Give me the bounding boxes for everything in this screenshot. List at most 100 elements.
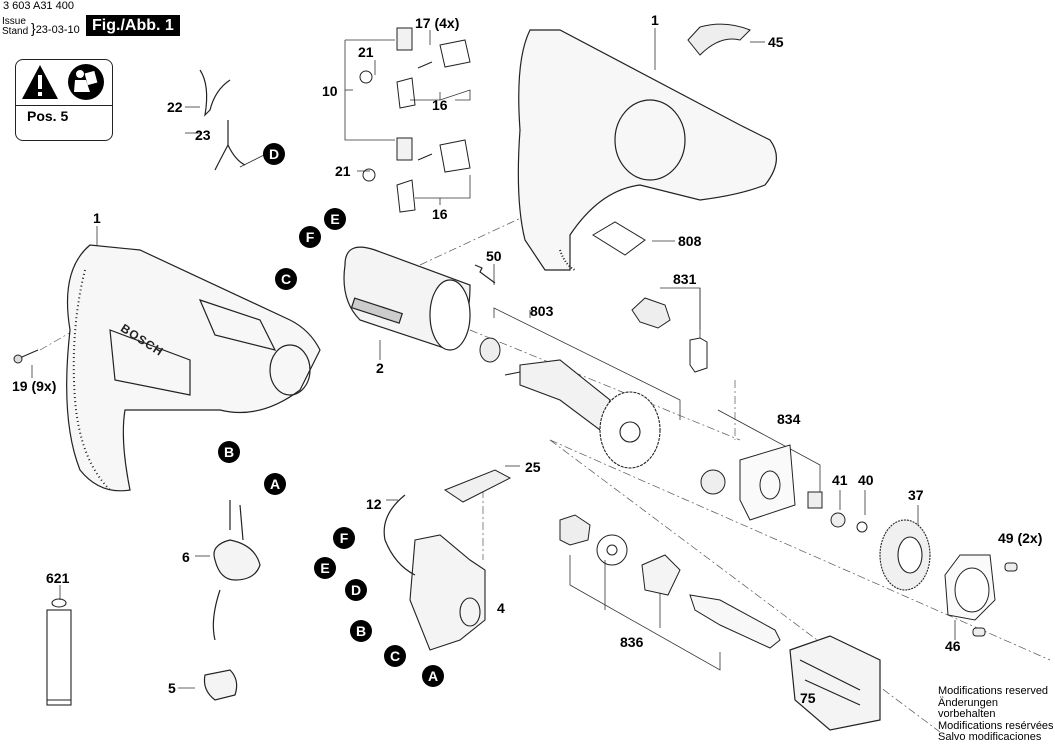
part-label: 1 [651,12,659,28]
screw-17b [417,153,433,161]
armature-803 [504,359,661,469]
part-label: 10 [322,83,338,99]
part-label: 803 [530,303,554,319]
issue-label: Issue Stand [2,17,28,37]
callout-e: E [324,208,346,230]
part-label: 49 (2x) [998,530,1043,546]
issue-date: }23-03-10 [31,20,80,36]
part-label: 834 [777,411,801,427]
spring-clip-16a [396,77,416,109]
callout-e: E [314,557,336,579]
callout-f: F [333,527,355,549]
part-label: 25 [525,459,541,475]
issue-label-en: Issue [2,16,26,27]
part-label: 12 [366,496,382,512]
clutch-836 [559,514,591,546]
bearing-834 [700,469,726,495]
part-label: 21 [335,163,351,179]
part-label: 45 [768,34,784,50]
callout-c: C [384,645,406,667]
wire-22 [199,69,231,117]
spring-21b [362,168,376,182]
part-label: 23 [195,127,211,143]
screw-19 [13,349,39,364]
plate-831 [689,337,708,373]
circlip-40 [856,521,868,533]
part-label: 16 [432,97,448,113]
callout-d: D [345,579,367,601]
callout-c: C [275,268,297,290]
pin-49a [1004,562,1018,572]
read-manual-icon [68,64,104,100]
warning-triangle-icon [22,65,58,99]
callout-a: A [264,473,286,495]
part-label: 6 [182,549,190,565]
part-label: 46 [945,638,961,654]
part-label: 75 [800,690,816,706]
warning-box-divider [15,105,113,106]
stator-2 [343,246,471,351]
spring-21a [359,70,373,84]
part-50 [474,264,496,284]
part-label: 621 [46,570,70,586]
warning-position-label: Pos. 5 [27,108,69,124]
brush-10a [396,27,413,51]
ring-41 [830,512,846,528]
part-label: 16 [432,206,448,222]
part-label: 831 [673,271,697,287]
gear-37 [879,519,931,591]
part-label: 21 [358,44,374,60]
holder-16b [439,139,471,173]
figure-title: Fig./Abb. 1 [86,15,180,36]
part-label: 836 [620,634,644,650]
part-label: 2 [376,360,384,376]
issue-label-de: Stand [2,26,29,37]
switch-4 [409,534,486,651]
washer-836 [596,534,628,566]
part-label: 50 [486,248,502,264]
notice-line-de: Änderungen vorbehalten [938,696,998,720]
drill-housing-assembled [66,244,321,492]
warning-box [15,59,113,141]
pin-49b [972,627,986,637]
notice-line-es: Salvo modificaciones [938,731,1042,743]
callout-b: B [218,441,240,463]
part-label: 40 [858,472,874,488]
holder-16a [439,39,471,68]
chuck-75 [789,635,881,731]
label-808 [592,221,646,256]
part-label: 5 [168,680,176,696]
plug-5 [203,669,238,701]
spindle-836 [689,594,781,649]
switch-cap-45 [687,23,751,56]
part-label: 37 [908,487,924,503]
part-label: 4 [497,600,505,616]
bearing-plate-834 [739,444,796,521]
issue-date-value: 23-03-10 [35,24,80,36]
leader-lines [31,28,956,690]
callout-f: F [299,226,321,248]
brush-holder-831 [631,297,671,329]
sleeve-834 [807,491,823,509]
screw-17a [417,61,433,69]
part-label: 22 [167,99,183,115]
callout-d: D [263,143,285,165]
sleeve-836 [641,554,681,596]
callout-b: B [350,620,372,642]
part-label: 19 (9x) [12,378,57,394]
spring-clip-16b [396,179,416,213]
grease-tube-621 [46,598,72,706]
wire-23 [214,120,246,171]
notice-line-fr: Modifications resérvées [938,719,1054,732]
cord-6 [212,500,261,641]
callout-a: A [422,665,444,687]
wire-12 [383,494,416,576]
washer-803a [479,337,501,363]
cover-25 [443,469,512,503]
part-label: 1 [93,210,101,226]
part-label: 17 (4x) [415,15,460,31]
part-label: 808 [678,233,702,249]
notice-line-en: Modifications reserved [938,685,1049,697]
housing-half-1 [517,29,777,271]
